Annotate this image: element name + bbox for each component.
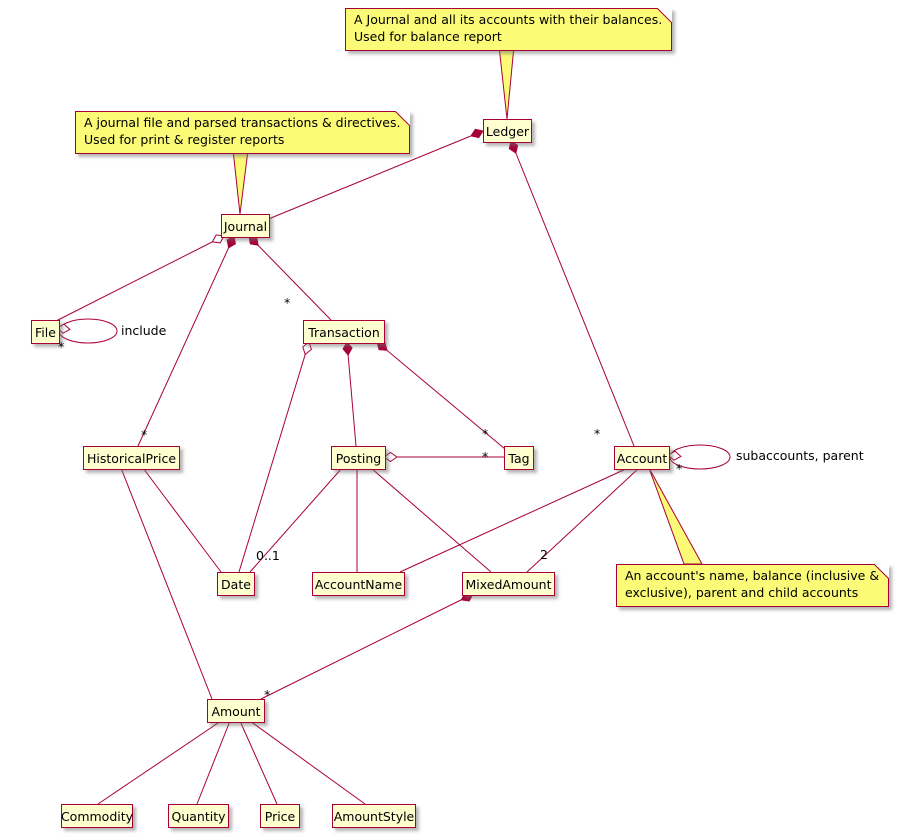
note-fold-icon (657, 8, 673, 23)
class-box-amount: Amount (207, 699, 265, 723)
edge-amount-price (239, 720, 278, 805)
note-text-line: Used for balance report (354, 28, 502, 44)
class-box-quantity: Quantity (168, 804, 229, 828)
note-pointer-ledger (498, 45, 515, 120)
label-ledger-account-star: * (594, 426, 601, 441)
edge-journal-file (55, 235, 225, 322)
class-box-date: Date (217, 572, 255, 596)
class-box-mixedamount: MixedAmount (462, 572, 555, 596)
edge-posting-mixedamount (370, 467, 492, 573)
label-account-mixedamount-two: 2 (540, 547, 548, 562)
edge-transaction-posting (346, 341, 357, 447)
label-transaction-tag-star: * (482, 426, 489, 441)
class-box-ledger: Ledger (483, 119, 532, 143)
note-fold-icon (874, 564, 890, 579)
note-text-line: exclusive), parent and child accounts (625, 584, 859, 600)
edge-transaction-date-aggregation-diamond-icon (302, 341, 312, 356)
class-box-accountname: AccountName (312, 572, 405, 596)
loop-file-include-aggregation-diamond-icon (56, 323, 71, 334)
class-box-transaction: Transaction (303, 320, 385, 344)
edge-amount-commodity (97, 720, 222, 805)
class-box-journal: Journal (221, 214, 270, 238)
note-text-line: A Journal and all its accounts with thei… (354, 12, 663, 27)
class-box-tag: Tag (504, 446, 534, 470)
edge-ledger-journal (265, 130, 484, 221)
edge-ledger-journal-composition-diamond-icon (470, 128, 484, 139)
edge-transaction-posting-composition-diamond-icon (342, 341, 353, 356)
edge-journal-historicalprice (137, 235, 235, 447)
note-account: An account's name, balance (inclusive & … (616, 564, 890, 607)
class-box-posting: Posting (331, 446, 386, 470)
label-subaccounts-parent: subaccounts, parent (736, 448, 864, 463)
note-text-line: Used for print & register reports (84, 131, 285, 147)
edge-account-accountname (399, 467, 629, 573)
label-file-loop-star: * (58, 339, 65, 354)
edge-ledger-account-composition-diamond-icon (508, 140, 519, 154)
class-box-account: Account (614, 446, 670, 470)
edge-amount-quantity (196, 720, 231, 805)
label-include: include (121, 323, 167, 338)
note-pointer-journal (232, 149, 249, 215)
edge-ledger-account (510, 140, 635, 447)
label-account-loop-star: * (676, 461, 683, 476)
label-journal-historicalprice-star: * (141, 427, 148, 442)
edge-journal-transaction (248, 235, 332, 321)
class-box-file: File (31, 320, 60, 344)
edge-transaction-date (238, 341, 310, 573)
edge-historicalprice-amount (120, 467, 213, 700)
note-fold-icon (395, 111, 411, 126)
note-text-line: A journal file and parsed transactions &… (84, 115, 401, 130)
label-posting-date-multiplicity: 0..1 (256, 548, 280, 563)
edge-mixedamount-amount (260, 593, 474, 700)
edge-journal-historicalprice-composition-diamond-icon (226, 235, 236, 249)
note-text-line: An account's name, balance (inclusive & (625, 568, 880, 583)
class-box-commodity: Commodity (61, 804, 133, 828)
edge-amount-amountstyle (249, 720, 366, 805)
edge-transaction-tag (376, 341, 506, 450)
edge-posting-tag-aggregation-diamond-icon (383, 451, 398, 463)
class-box-price: Price (260, 804, 300, 828)
note-journal: A journal file and parsed transactions &… (75, 111, 411, 154)
label-mixedamount-amount-star: * (264, 687, 271, 702)
loop-account-subaccounts-aggregation-diamond-icon (667, 450, 682, 461)
class-box-amountstyle: AmountStyle (332, 804, 416, 828)
edge-posting-date (249, 467, 343, 573)
note-pointer-account (648, 467, 703, 565)
class-box-historicalprice: HistoricalPrice (83, 446, 180, 470)
label-journal-transaction-star: * (284, 295, 291, 310)
edge-account-mixedamount (526, 467, 640, 573)
label-posting-tag-star: * (482, 449, 489, 464)
edge-historicalprice-date (142, 467, 222, 573)
note-ledger: A Journal and all its accounts with thei… (345, 8, 673, 51)
